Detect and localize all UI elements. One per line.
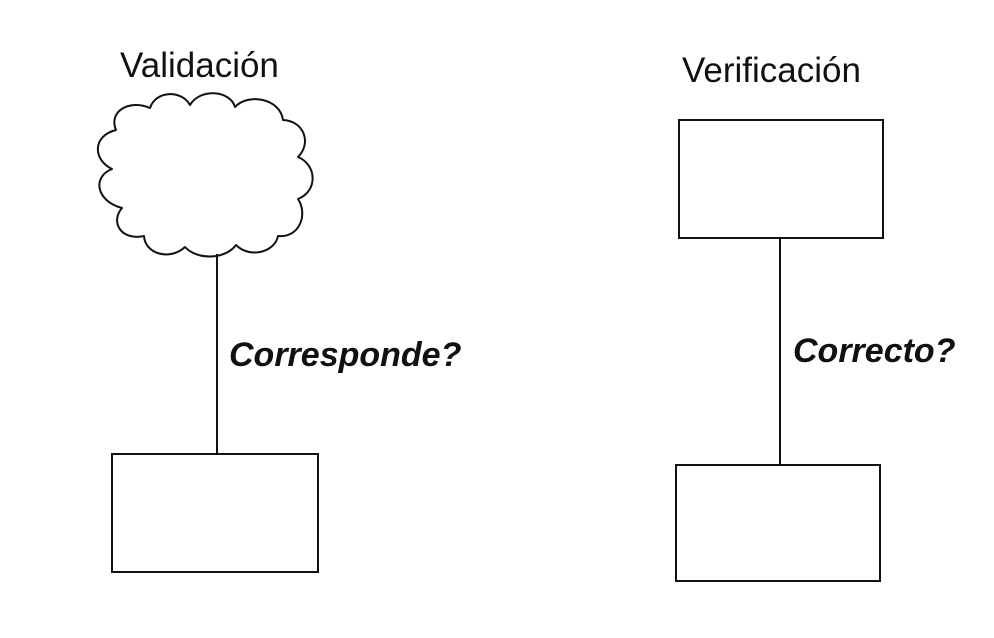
verification-question: Correcto?: [793, 332, 956, 370]
verification-panel: Verificación Correcto?: [675, 51, 956, 582]
validation-question: Corresponde?: [229, 336, 462, 374]
validation-panel: Validación Corresponde?: [96, 46, 462, 573]
validation-cloud: [96, 92, 314, 258]
validation-bottom-box: [111, 453, 319, 573]
validation-title: Validación: [120, 46, 279, 85]
verification-top-box: [678, 119, 884, 239]
verification-bottom-box: [675, 464, 881, 582]
verification-title: Verificación: [682, 51, 861, 90]
